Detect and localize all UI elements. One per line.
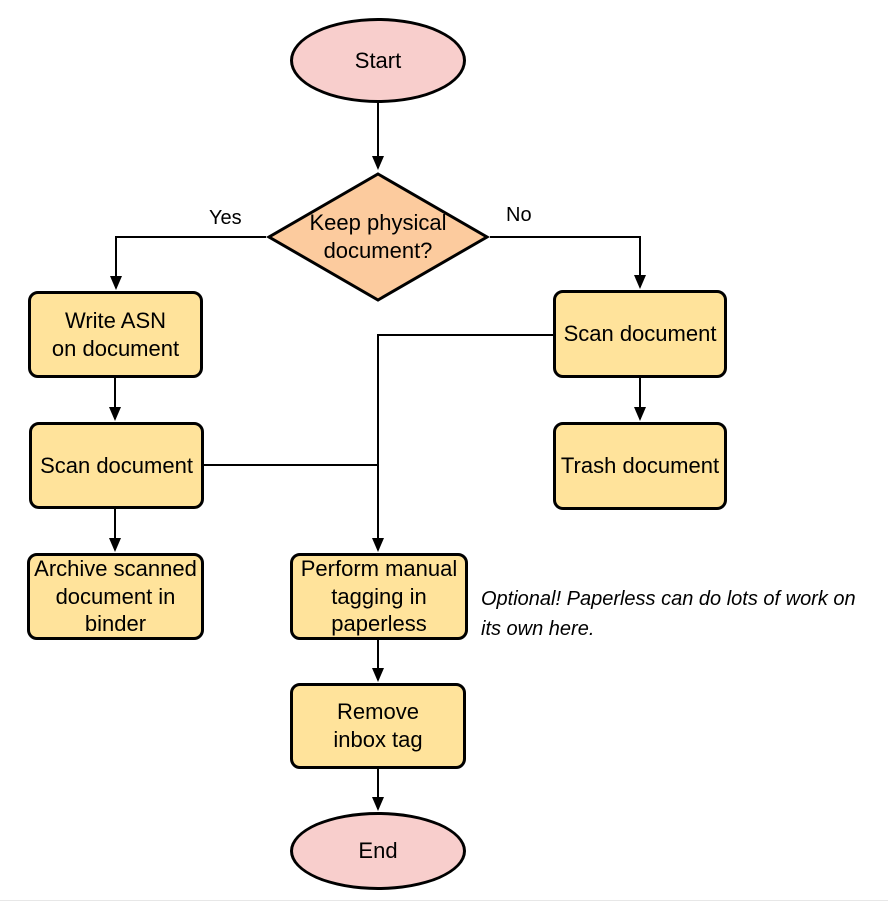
node-scan-document-right: Scan document — [553, 290, 727, 378]
node-scan-document-left: Scan document — [29, 422, 204, 509]
node-manual-tagging-label: Perform manual tagging in paperless — [300, 555, 458, 637]
node-trash-document: Trash document — [553, 422, 727, 510]
node-scan-document-right-label: Scan document — [563, 321, 717, 347]
node-end-label: End — [358, 838, 398, 864]
edge-scan-right-to-tagging — [372, 334, 553, 552]
node-keep-physical-document-label: Keep physical document? — [309, 210, 447, 263]
page-boundary-line — [0, 900, 888, 901]
node-scan-document-left-label: Scan document — [40, 452, 193, 478]
node-remove-inbox-tag-label: Remove inbox tag — [333, 699, 423, 752]
edge-decision-yes — [110, 236, 266, 290]
edge-label-yes: Yes — [209, 207, 242, 229]
node-write-asn: Write ASN on document — [28, 291, 203, 378]
edge-decision-no — [490, 236, 646, 289]
node-archive-binder: Archive scanned document in binder — [27, 553, 204, 640]
edge-label-no: No — [506, 204, 532, 226]
node-start-label: Start — [354, 47, 402, 73]
node-manual-tagging: Perform manual tagging in paperless — [290, 553, 468, 640]
node-archive-binder-label: Archive scanned document in binder — [34, 555, 197, 637]
node-end: End — [290, 812, 466, 890]
annotation-note: Optional! Paperless can do lots of work … — [481, 588, 856, 640]
node-trash-document-label: Trash document — [560, 453, 720, 479]
node-write-asn-label: Write ASN on document — [51, 307, 180, 361]
node-keep-physical-document: Keep physical document? — [266, 172, 490, 302]
decision-diamond-shape — [266, 172, 490, 302]
node-start: Start — [290, 18, 466, 103]
node-remove-inbox-tag: Remove inbox tag — [290, 683, 466, 769]
